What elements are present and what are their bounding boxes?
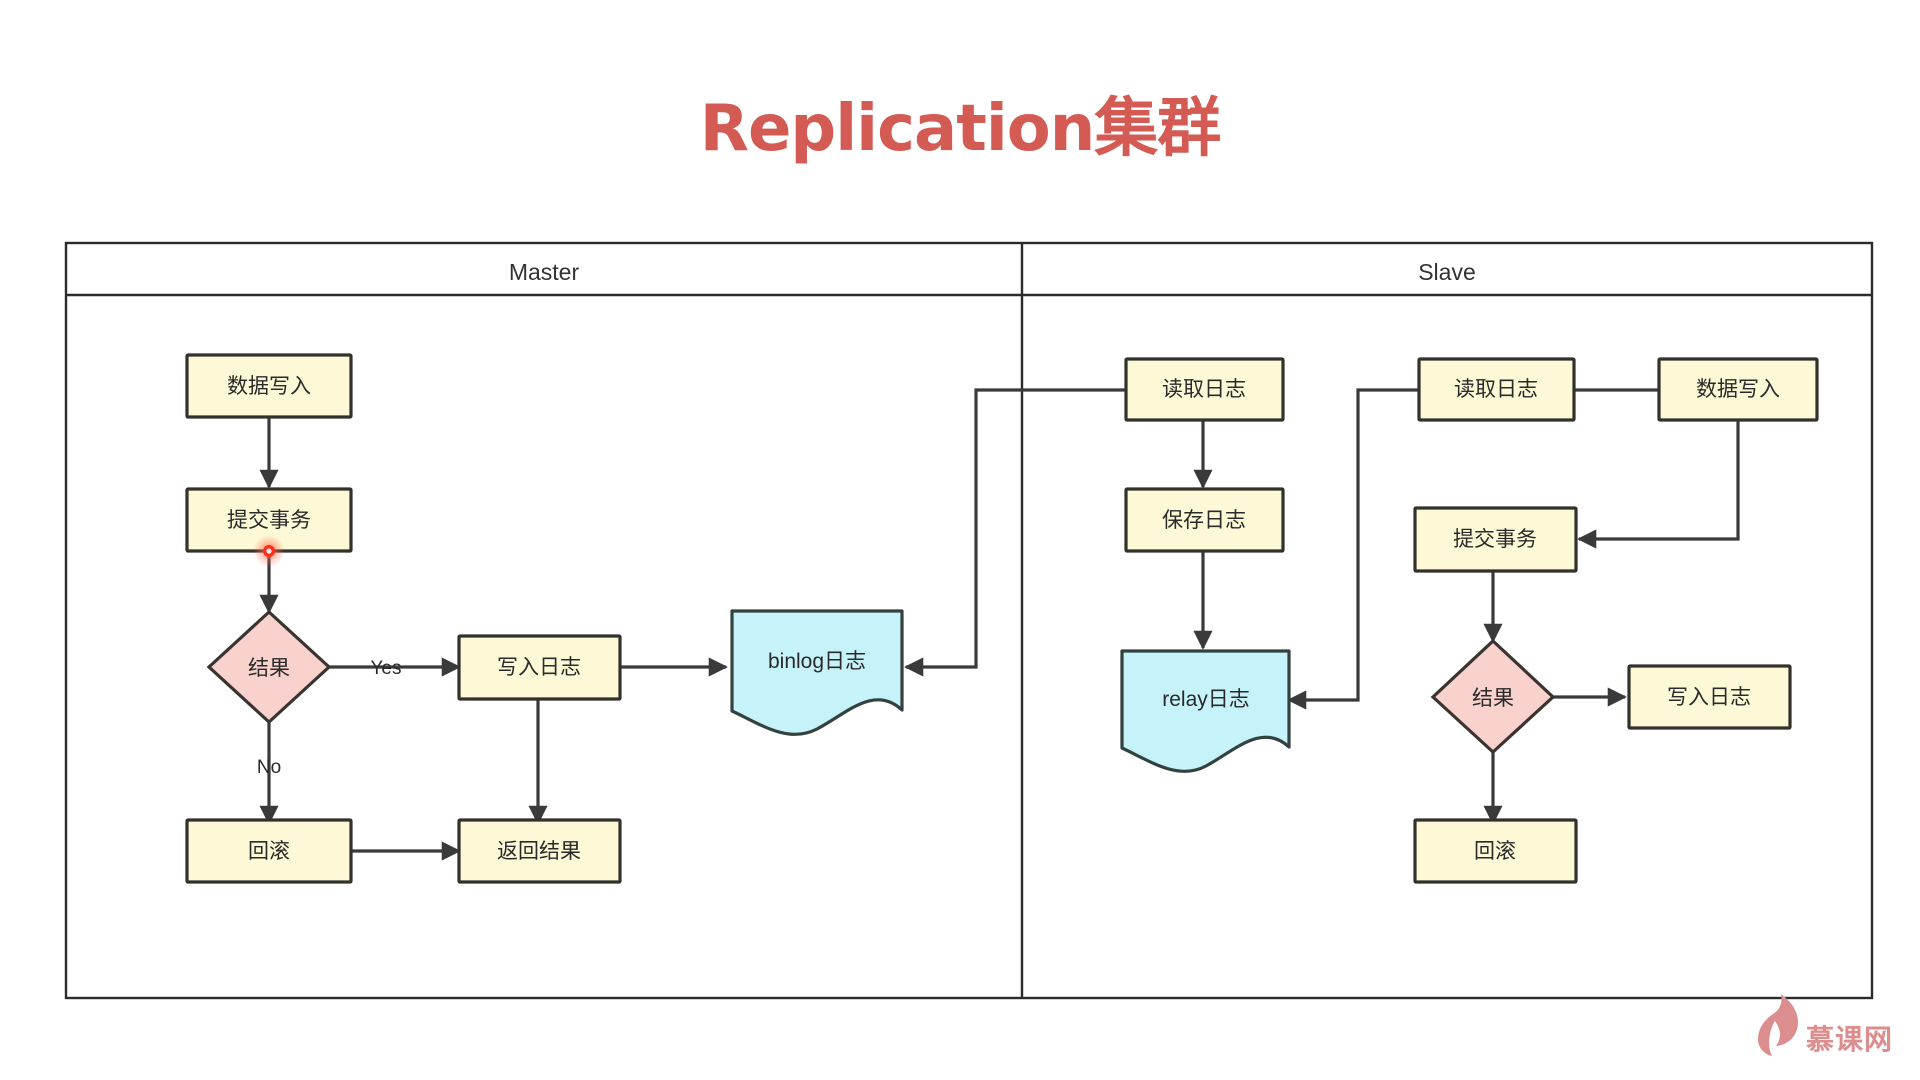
node-label: 回滚 xyxy=(1474,840,1516,863)
node-slave-commit-tx[interactable]: 提交事务 xyxy=(1413,506,1578,573)
node-label: 回滚 xyxy=(248,840,290,863)
node-master-result[interactable]: 结果 xyxy=(206,609,332,725)
edge-data-write-to-commit-slave xyxy=(1577,420,1740,549)
node-label: 结果 xyxy=(1472,687,1514,710)
node-slave-save-log[interactable]: 保存日志 xyxy=(1124,487,1285,553)
node-slave-read-log-2[interactable]: 读取日志 xyxy=(1417,357,1576,422)
node-label: 保存日志 xyxy=(1162,509,1246,532)
edge-label-yes: Yes xyxy=(371,658,402,679)
node-label: binlog日志 xyxy=(768,650,866,673)
edge-label-no: No xyxy=(257,757,281,778)
node-master-data-write[interactable]: 数据写入 xyxy=(185,353,353,419)
lane-frame xyxy=(64,241,1874,1000)
node-slave-read-log-1[interactable]: 读取日志 xyxy=(1124,357,1285,422)
node-label: 写入日志 xyxy=(497,656,581,679)
slave-connectors xyxy=(1193,380,1740,825)
node-slave-write-log[interactable]: 写入日志 xyxy=(1627,664,1792,730)
node-slave-relay-log[interactable]: relay日志 xyxy=(1120,649,1291,773)
node-label: 读取日志 xyxy=(1162,378,1246,401)
node-label: 写入日志 xyxy=(1667,686,1751,709)
node-label: 提交事务 xyxy=(227,509,311,532)
brand-watermark: 慕课网 xyxy=(1758,994,1893,1056)
node-label: 读取日志 xyxy=(1454,378,1538,401)
lane-header-slave: Slave xyxy=(1418,259,1476,285)
page-title: Replication集群 xyxy=(700,92,1221,166)
node-master-rollback[interactable]: 回滚 xyxy=(185,818,353,884)
flame-icon xyxy=(1758,994,1798,1056)
node-slave-result[interactable]: 结果 xyxy=(1430,638,1556,755)
lane-header-master: Master xyxy=(509,259,580,285)
node-master-write-log[interactable]: 写入日志 xyxy=(457,634,622,701)
node-label: 提交事务 xyxy=(1453,528,1537,551)
node-label: 数据写入 xyxy=(1696,378,1780,401)
master-connectors xyxy=(259,417,728,861)
node-master-return-result[interactable]: 返回结果 xyxy=(457,818,622,884)
node-master-commit-tx[interactable]: 提交事务 xyxy=(185,487,353,553)
cursor-marker-dot xyxy=(253,535,285,567)
node-label: relay日志 xyxy=(1162,688,1250,711)
brand-name: 慕课网 xyxy=(1806,1024,1893,1055)
node-slave-data-write[interactable]: 数据写入 xyxy=(1657,357,1819,422)
node-slave-rollback[interactable]: 回滚 xyxy=(1413,818,1578,884)
edge-slave-read-log-to-binlog xyxy=(904,388,1126,677)
node-master-binlog[interactable]: binlog日志 xyxy=(730,609,904,736)
edge-read-log-2-to-relay xyxy=(1287,388,1419,710)
node-label: 数据写入 xyxy=(227,375,311,398)
node-label: 结果 xyxy=(248,657,290,680)
node-label: 返回结果 xyxy=(497,840,581,863)
